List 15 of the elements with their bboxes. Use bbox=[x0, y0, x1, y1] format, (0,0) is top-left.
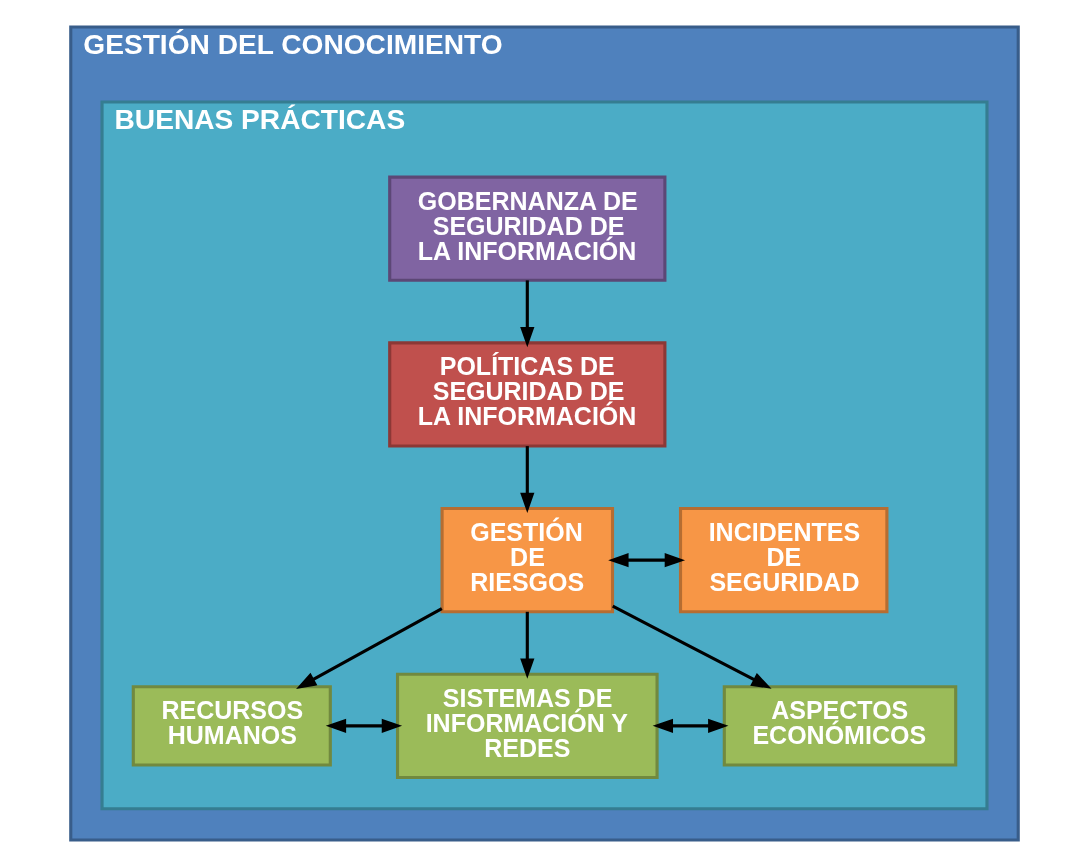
arrow bbox=[652, 718, 729, 733]
arrow bbox=[608, 553, 686, 568]
node-box: SISTEMAS DE INFORMACIÓN Y REDES bbox=[395, 672, 659, 780]
arrow bbox=[520, 611, 535, 679]
arrow bbox=[296, 607, 443, 689]
arrow bbox=[612, 604, 772, 689]
node-box: RECURSOS HUMANOS bbox=[131, 685, 332, 767]
node-box: POLÍTICAS DE SEGURIDAD DE LA INFORMACIÓN bbox=[388, 341, 667, 448]
node-box: INCIDENTES DE SEGURIDAD bbox=[678, 507, 889, 614]
node-box: ASPECTOS ECONÓMICOS bbox=[722, 685, 958, 767]
arrow bbox=[325, 718, 403, 733]
arrow bbox=[520, 446, 535, 514]
arrow bbox=[520, 280, 535, 348]
node-box: GESTIÓN DE RIESGOS bbox=[440, 507, 615, 614]
node-box: GOBERNANZA DE SEGURIDAD DE LA INFORMACIÓN bbox=[388, 175, 667, 282]
